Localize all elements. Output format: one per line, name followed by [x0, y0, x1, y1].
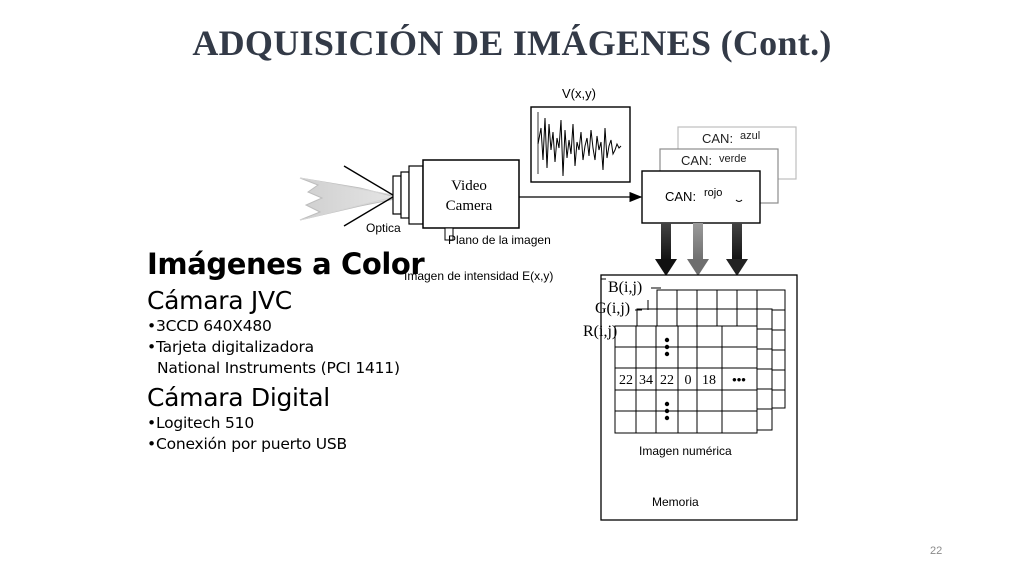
- down-arrow-red: [655, 223, 677, 276]
- adc-red-mark: [735, 199, 743, 202]
- pixel-value: 22: [619, 373, 633, 388]
- r-channel-grid: [614, 325, 758, 434]
- horizontal-ellipsis: •••: [732, 372, 746, 387]
- light-beam-shape: [299, 177, 401, 221]
- pixel-value: 34: [639, 373, 653, 388]
- pixel-value: 22: [660, 373, 674, 388]
- video-camera-icon: [422, 159, 520, 241]
- image-plane-label: Plano de la imagen: [448, 233, 551, 247]
- signal-waveform: [537, 117, 622, 177]
- vertical-ellipsis-top: [664, 337, 670, 357]
- down-arrow-green: [687, 223, 709, 276]
- b-bracket: [600, 278, 661, 293]
- signal-label: V(x,y): [562, 86, 596, 101]
- heading-color-images: Imágenes a Color: [147, 247, 425, 281]
- bullet-3ccd: •3CCD 640X480: [147, 317, 272, 335]
- bullet-capture-card: •Tarjeta digitalizadora: [147, 338, 314, 356]
- adc-red-label: rojo: [704, 187, 722, 199]
- bullet-usb: •Conexión por puerto USB: [147, 435, 347, 453]
- color-images-text-block: Imágenes a Color Cámara JVC •3CCD 640X48…: [147, 246, 425, 455]
- vertical-ellipsis-bottom: [664, 401, 670, 421]
- adc-blue-label: azul: [740, 130, 760, 142]
- intensity-image-label: Imagen de intensidad E(x,y): [404, 269, 553, 283]
- adc-green-prefix: CAN:: [681, 153, 712, 168]
- g-bracket: [635, 300, 649, 311]
- heading-digital-camera: Cámara Digital: [147, 383, 330, 412]
- adc-blue-prefix: CAN:: [702, 131, 733, 146]
- adc-box-red: [641, 170, 761, 224]
- camera-label-camera: Camera: [446, 198, 493, 214]
- lens-icon: [392, 165, 424, 225]
- numeric-image-label: Imagen numérica: [639, 444, 732, 458]
- pixel-value: 0: [685, 373, 692, 388]
- heading-jvc-camera: Cámara JVC: [147, 286, 292, 315]
- page-number: 22: [930, 545, 943, 557]
- r-channel-label: R(i,j): [583, 323, 617, 340]
- b-channel-label: B(i,j): [608, 279, 642, 296]
- slide-title: ADQUISICIÓN DE IMÁGENES (Cont.): [192, 23, 832, 63]
- camera-label-video: Video: [451, 178, 487, 194]
- bullet-logitech: •Logitech 510: [147, 414, 255, 432]
- adc-green-label: verde: [719, 153, 747, 165]
- optica-label: Optica: [366, 221, 401, 235]
- pixel-value: 18: [702, 373, 716, 388]
- bullet-national-instruments: National Instruments (PCI 1411): [157, 359, 400, 377]
- memory-label: Memoria: [652, 495, 699, 509]
- down-arrow-blue: [726, 223, 748, 276]
- adc-red-prefix: CAN:: [665, 189, 696, 204]
- signal-plot-box: [530, 106, 631, 183]
- g-channel-label: G(i,j): [595, 300, 630, 317]
